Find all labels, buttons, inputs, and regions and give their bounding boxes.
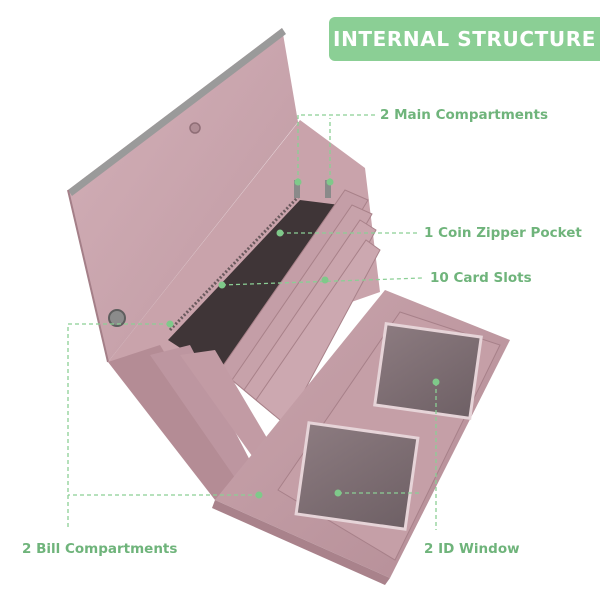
section-title: INTERNAL STRUCTURE bbox=[333, 27, 596, 51]
section-title-badge: INTERNAL STRUCTURE bbox=[329, 17, 600, 61]
label-id-window: 2 ID Window bbox=[424, 541, 520, 557]
button-snap-icon bbox=[189, 122, 201, 134]
bill-compartments bbox=[108, 345, 280, 500]
label-main-compartments: 2 Main Compartments bbox=[380, 107, 549, 123]
card-slots bbox=[219, 189, 381, 426]
id-window-bottom bbox=[294, 421, 420, 531]
outer-flap bbox=[67, 28, 298, 363]
label-coin-pocket: 1 Coin Zipper Pocket bbox=[424, 225, 582, 241]
id-window-top bbox=[373, 322, 483, 420]
zipper-pull-icon bbox=[294, 180, 300, 198]
wallet-front bbox=[212, 290, 510, 585]
callout-dots bbox=[166, 178, 440, 499]
zipper-pull-icon bbox=[325, 180, 331, 198]
label-bill-compartments: 2 Bill Compartments bbox=[22, 541, 178, 557]
button-snap-icon bbox=[108, 309, 126, 327]
label-card-slots: 10 Card Slots bbox=[430, 270, 532, 286]
